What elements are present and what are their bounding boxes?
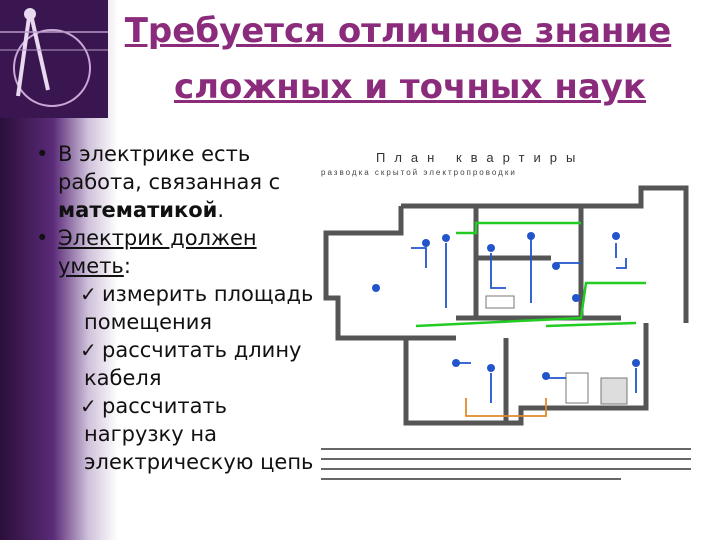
sub2-line2: кабеля — [84, 366, 162, 390]
bullet-list: • В электрике есть работа, связанная с м… — [30, 140, 330, 476]
sub3-line2: электрическую цепь — [84, 450, 314, 474]
bullet1-line2: работа, связанная с — [58, 170, 281, 194]
apartment-wiring-plan: План квартиры разводка скрытой электропр… — [321, 150, 691, 480]
check-icon: ✓ — [80, 338, 97, 362]
slide-title-line1: Требуется отличное знание — [124, 11, 672, 51]
bullet-dot: • — [36, 142, 49, 166]
orange-wiring — [465, 398, 547, 417]
car-outline — [485, 295, 515, 309]
sub2-line1: рассчитать длину — [102, 338, 302, 362]
bullet1-period: . — [217, 198, 225, 222]
bullet2-line2: уметь — [58, 254, 124, 278]
plan-legend — [321, 448, 691, 480]
green-wiring — [415, 221, 646, 328]
check-icon: ✓ — [80, 394, 97, 418]
sub-bullet-area: ✓ измерить площадь помещения — [30, 280, 330, 336]
bullet1-bold: математикой — [58, 198, 218, 222]
plan-walls — [323, 185, 689, 426]
check-icon: ✓ — [80, 282, 97, 306]
sub1-line2: помещения — [84, 310, 213, 334]
bullet2-line1: Электрик должен — [58, 226, 257, 250]
plan-subtitle: разводка скрытой электропроводки — [321, 168, 517, 177]
bullet1-line1: В электрике есть — [58, 142, 251, 166]
sub3-line1: рассчитать нагрузку на — [84, 394, 228, 446]
light-fixtures — [372, 232, 640, 380]
compass-logo — [0, 0, 108, 118]
bullet-electrics: • В электрике есть работа, связанная с м… — [30, 140, 330, 224]
bullet2-colon: : — [123, 254, 131, 278]
slide-title-line2: сложных и точных наук — [174, 67, 646, 107]
plan-title: План квартиры — [376, 150, 584, 165]
bullet-dot: • — [36, 226, 49, 250]
sub-bullet-load: ✓ рассчитать нагрузку на электрическую ц… — [30, 392, 330, 476]
blue-wiring — [411, 238, 637, 403]
compass-icon — [0, 8, 108, 107]
sub-bullet-cable: ✓ рассчитать длину кабеля — [30, 336, 330, 392]
bullet-electrician: • Электрик должен уметь: — [30, 224, 330, 280]
sub1-line1: измерить площадь — [102, 282, 314, 306]
bathtub — [565, 372, 589, 404]
stove — [600, 377, 628, 405]
